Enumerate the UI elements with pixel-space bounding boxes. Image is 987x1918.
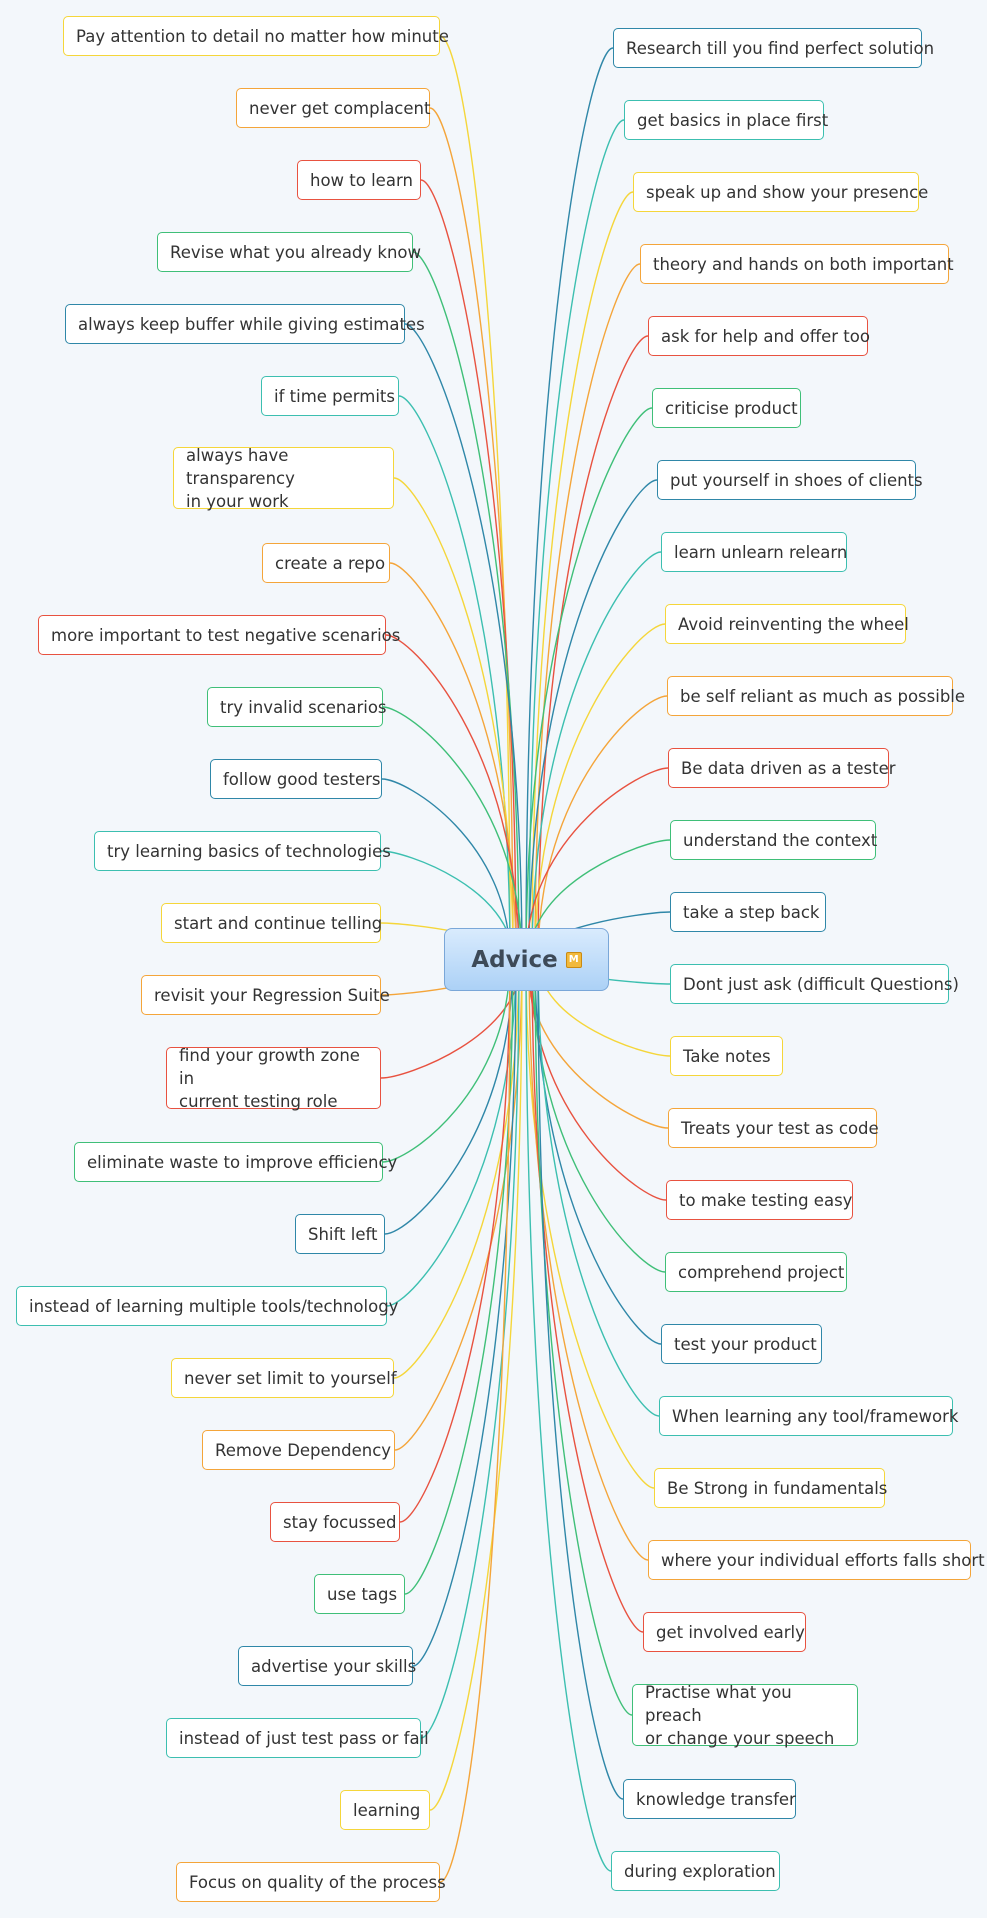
connector-right-22 xyxy=(528,958,649,1561)
connector-right-9 xyxy=(534,623,666,960)
topic-always-keep-buffer-while-giving-estimate[interactable]: always keep buffer while giving estimate… xyxy=(65,304,425,344)
topic-be-data-driven-as-a-tester[interactable]: Be data driven as a tester xyxy=(668,748,896,788)
topic-instead-of-just-test-pass-or-fail[interactable]: instead of just test pass or fail xyxy=(166,1718,429,1758)
topic-be-self-reliant-as-much-as-possible[interactable]: be self reliant as much as possible xyxy=(667,676,965,716)
connector-left-18 xyxy=(386,958,517,1307)
topic-advertise-your-skills[interactable]: advertise your skills xyxy=(238,1646,416,1686)
connector-right-1 xyxy=(525,47,614,960)
connector-left-2 xyxy=(429,107,514,960)
topic-dont-just-ask-difficult-questions[interactable]: Dont just ask (difficult Questions) xyxy=(670,964,959,1004)
connector-left-6 xyxy=(398,395,511,960)
topic-comprehend-project[interactable]: comprehend project xyxy=(665,1252,847,1292)
note-marker-icon[interactable]: M xyxy=(565,951,582,968)
topic-pay-attention-to-detail-no-matter-how-mi[interactable]: Pay attention to detail no matter how mi… xyxy=(63,16,449,56)
topic-take-notes[interactable]: Take notes xyxy=(670,1036,783,1076)
connector-left-19 xyxy=(393,958,520,1379)
topic-never-set-limit-to-yourself[interactable]: never set limit to yourself xyxy=(171,1358,397,1398)
connector-left-1 xyxy=(439,35,511,960)
topic-focus-on-quality-of-the-process[interactable]: Focus on quality of the process xyxy=(176,1862,446,1902)
topic-take-a-step-back[interactable]: take a step back xyxy=(670,892,826,932)
topic-stay-focussed[interactable]: stay focussed xyxy=(270,1502,400,1542)
connector-right-8 xyxy=(531,551,662,960)
connector-right-20 xyxy=(537,958,660,1417)
topic-try-invalid-scenarios[interactable]: try invalid scenarios xyxy=(207,687,387,727)
connector-right-3 xyxy=(531,191,634,960)
connector-right-17 xyxy=(528,958,667,1201)
connector-left-16 xyxy=(382,958,511,1163)
topic-create-a-repo[interactable]: create a repo xyxy=(262,543,390,583)
connector-right-18 xyxy=(531,958,666,1273)
topic-knowledge-transfer[interactable]: knowledge transfer xyxy=(623,1779,796,1819)
topic-ask-for-help-and-offer-too[interactable]: ask for help and offer too xyxy=(648,316,870,356)
topic-when-learning-any-tool-framework[interactable]: When learning any tool/framework xyxy=(659,1396,958,1436)
topic-speak-up-and-show-your-presence[interactable]: speak up and show your presence xyxy=(633,172,928,212)
topic-practise-what-you-preach-or-change-your-[interactable]: Practise what you preach or change your … xyxy=(632,1683,858,1748)
connector-right-4 xyxy=(534,263,641,960)
topic-learning[interactable]: learning xyxy=(340,1790,430,1830)
topic-learn-unlearn-relearn[interactable]: learn unlearn relearn xyxy=(661,532,847,572)
topic-revisit-your-regression-suite[interactable]: revisit your Regression Suite xyxy=(141,975,390,1015)
topic-more-important-to-test-negative-scenario[interactable]: more important to test negative scenario… xyxy=(38,615,400,655)
topic-if-time-permits[interactable]: if time permits xyxy=(261,376,399,416)
topic-always-have-transparency-in-your-work[interactable]: always have transparency in your work xyxy=(173,446,394,511)
topic-try-learning-basics-of-technologies[interactable]: try learning basics of technologies xyxy=(94,831,391,871)
connector-left-9 xyxy=(385,634,520,960)
topic-criticise-product[interactable]: criticise product xyxy=(652,388,801,428)
connector-right-2 xyxy=(528,119,625,960)
topic-be-strong-in-fundamentals[interactable]: Be Strong in fundamentals xyxy=(654,1468,887,1508)
central-topic-label: Advice xyxy=(471,946,558,973)
connector-left-5 xyxy=(404,323,523,960)
topic-avoid-reinventing-the-wheel[interactable]: Avoid reinventing the wheel xyxy=(665,604,909,644)
topic-how-to-learn[interactable]: how to learn xyxy=(297,160,421,200)
connector-right-10 xyxy=(537,695,668,960)
topic-follow-good-testers[interactable]: follow good testers xyxy=(210,759,382,799)
topic-find-your-growth-zone-in-current-testing[interactable]: find your growth zone in current testing… xyxy=(166,1046,381,1111)
connector-left-21 xyxy=(399,958,511,1523)
connector-left-17 xyxy=(384,958,514,1235)
topic-shift-left[interactable]: Shift left xyxy=(295,1214,385,1254)
connector-right-24 xyxy=(534,958,633,1716)
topic-theory-and-hands-on-both-important[interactable]: theory and hands on both important xyxy=(640,244,954,284)
connector-right-11 xyxy=(525,767,669,960)
topic-treats-your-test-as-code[interactable]: Treats your test as code xyxy=(668,1108,879,1148)
connector-left-23 xyxy=(412,958,517,1667)
topic-understand-the-context[interactable]: understand the context xyxy=(670,820,877,860)
topic-use-tags[interactable]: use tags xyxy=(314,1574,405,1614)
topic-instead-of-learning-multiple-tools-techn[interactable]: instead of learning multiple tools/techn… xyxy=(16,1286,398,1326)
topic-during-exploration[interactable]: during exploration xyxy=(611,1851,780,1891)
connector-right-21 xyxy=(525,958,655,1489)
connector-right-7 xyxy=(528,479,658,960)
connector-right-6 xyxy=(525,407,653,960)
connector-right-26 xyxy=(525,958,612,1872)
connector-right-25 xyxy=(537,958,624,1800)
connector-left-11 xyxy=(381,778,511,960)
topic-never-get-complacent[interactable]: never get complacent xyxy=(236,88,430,128)
topic-put-yourself-in-shoes-of-clients[interactable]: put yourself in shoes of clients xyxy=(657,460,923,500)
connector-left-25 xyxy=(429,958,523,1811)
topic-remove-dependency[interactable]: Remove Dependency xyxy=(202,1430,395,1470)
topic-test-your-product[interactable]: test your product xyxy=(661,1324,822,1364)
topic-get-basics-in-place-first[interactable]: get basics in place first xyxy=(624,100,828,140)
connector-right-5 xyxy=(537,335,649,960)
topic-where-your-individual-efforts-falls-shor[interactable]: where your individual efforts falls shor… xyxy=(648,1540,985,1580)
connector-left-3 xyxy=(420,179,517,960)
connector-right-23 xyxy=(531,958,644,1633)
topic-get-involved-early[interactable]: get involved early xyxy=(643,1612,806,1652)
connector-left-26 xyxy=(439,958,511,1883)
central-topic[interactable]: Advice M xyxy=(444,928,609,991)
topic-research-till-you-find-perfect-solution[interactable]: Research till you find perfect solution xyxy=(613,28,934,68)
connector-left-4 xyxy=(412,251,520,960)
topic-start-and-continue-telling[interactable]: start and continue telling xyxy=(161,903,382,943)
connector-left-20 xyxy=(394,958,523,1451)
topic-to-make-testing-easy[interactable]: to make testing easy xyxy=(666,1180,853,1220)
connector-left-10 xyxy=(382,706,523,960)
topic-revise-what-you-already-know[interactable]: Revise what you already know xyxy=(157,232,421,272)
topic-eliminate-waste-to-improve-efficiency[interactable]: eliminate waste to improve efficiency xyxy=(74,1142,397,1182)
connector-right-19 xyxy=(534,958,662,1345)
connector-left-24 xyxy=(420,958,520,1739)
